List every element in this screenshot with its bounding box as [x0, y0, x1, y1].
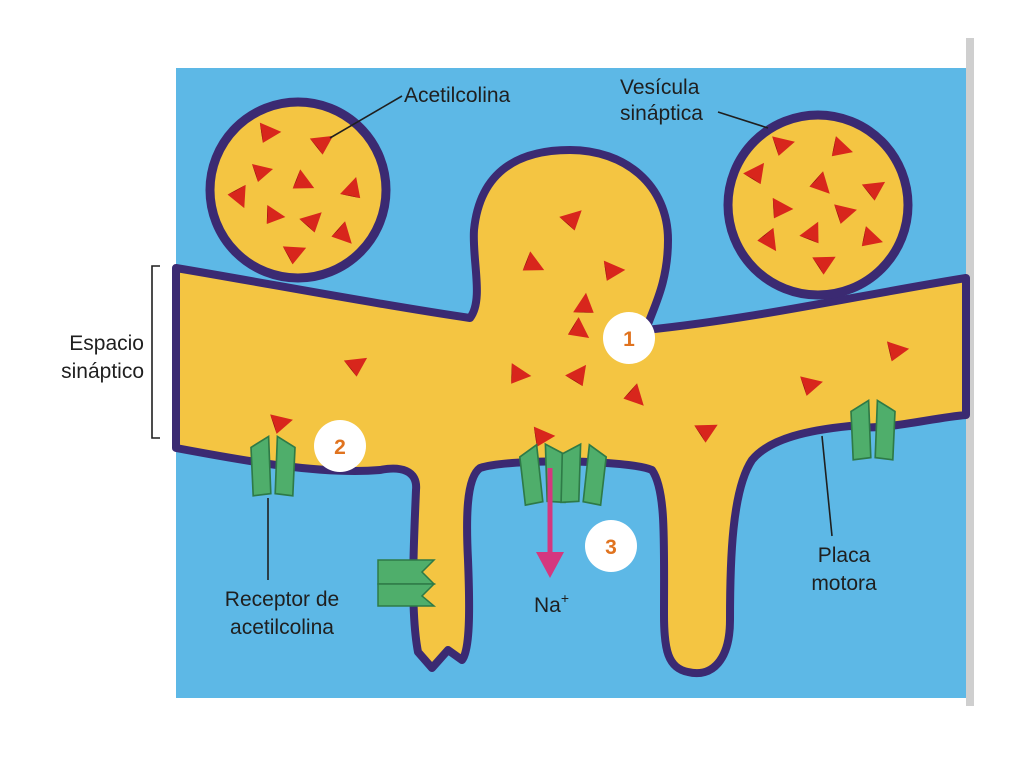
label-sodium-charge: +	[561, 590, 569, 606]
label-vesicula-line2: sináptica	[620, 102, 703, 125]
leader-vesicula	[717, 111, 769, 129]
label-sodium: Na+	[534, 590, 569, 617]
sodium-influx-arrow	[536, 468, 564, 578]
svg-text:3: 3	[605, 536, 617, 559]
label-sodium-base: Na	[534, 594, 561, 617]
label-acetilcolina: Acetilcolina	[404, 84, 511, 107]
leader-placa	[821, 435, 833, 537]
leader-acetilcolina	[329, 95, 403, 139]
synaptic-region	[172, 146, 970, 678]
label-vesicula-line1: Vesícula	[620, 76, 700, 99]
label-placa-line2: motora	[811, 572, 877, 595]
espacio-bracket	[151, 265, 160, 439]
label-receptor-line1: Receptor de	[225, 588, 339, 611]
step-3-badge: 3	[585, 520, 637, 572]
label-placa-line1: Placa	[818, 544, 871, 567]
svg-text:2: 2	[334, 436, 346, 459]
svg-text:1: 1	[623, 328, 635, 351]
label-espacio-line1: Espacio	[69, 332, 144, 355]
synaptic-vesicle-right	[723, 110, 913, 300]
step-1-badge: 1	[603, 312, 655, 364]
step-2-badge: 2	[314, 420, 366, 472]
acetylcholine-receptors	[250, 399, 896, 607]
label-espacio-line2: sináptico	[61, 360, 144, 383]
label-receptor-line2: acetilcolina	[230, 616, 334, 639]
